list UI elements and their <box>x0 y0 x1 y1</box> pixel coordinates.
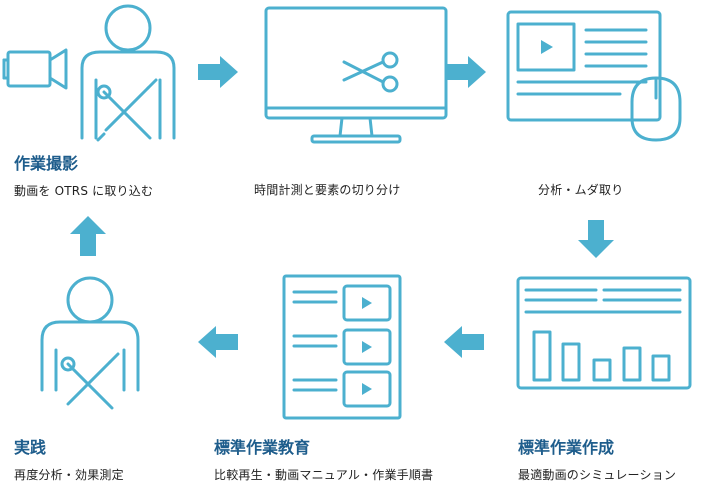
step-1-desc: 動画を OTRS に取り込む <box>14 184 154 198</box>
worker-with-tools-icon <box>40 276 140 410</box>
play-icon <box>541 40 553 54</box>
arrow-right-icon <box>446 56 486 88</box>
arrow-left-icon <box>198 326 238 358</box>
arrow-down-icon <box>578 220 614 258</box>
step-5: 標準作業教育 比較再生・動画マニュアル・作業手順書 <box>214 434 433 483</box>
document-with-videos-icon <box>282 274 402 420</box>
step-5-title: 標準作業教育 <box>214 438 311 457</box>
arrow-left-icon <box>444 326 484 358</box>
play-icon <box>362 341 372 353</box>
monitor-with-scissors-icon <box>264 6 448 144</box>
step-4-desc: 最適動画のシミュレーション <box>518 468 677 482</box>
screen-with-mouse-icon <box>506 10 682 142</box>
step-6: 実践 再度分析・効果測定 <box>14 434 124 483</box>
step-1: 作業撮影 動画を OTRS に取り込む <box>14 150 153 199</box>
play-icon <box>362 297 372 309</box>
arrow-up-icon <box>70 216 106 256</box>
step-5-desc: 比較再生・動画マニュアル・作業手順書 <box>214 468 434 482</box>
step-2: 時間計測と要素の切り分け <box>254 181 400 198</box>
worker-with-camera-icon <box>2 4 176 142</box>
step-6-title: 実践 <box>14 438 47 457</box>
arrow-right-icon <box>198 56 238 88</box>
step-3-desc: 分析・ムダ取り <box>538 183 624 197</box>
step-2-desc: 時間計測と要素の切り分け <box>254 183 401 197</box>
step-4: 標準作業作成 最適動画のシミュレーション <box>518 434 676 483</box>
play-icon <box>362 383 372 395</box>
bar-chart-icon <box>516 276 692 390</box>
step-1-title: 作業撮影 <box>14 154 79 173</box>
step-3: 分析・ムダ取り <box>538 181 623 198</box>
step-6-desc: 再度分析・効果測定 <box>14 468 124 482</box>
step-4-title: 標準作業作成 <box>518 438 615 457</box>
